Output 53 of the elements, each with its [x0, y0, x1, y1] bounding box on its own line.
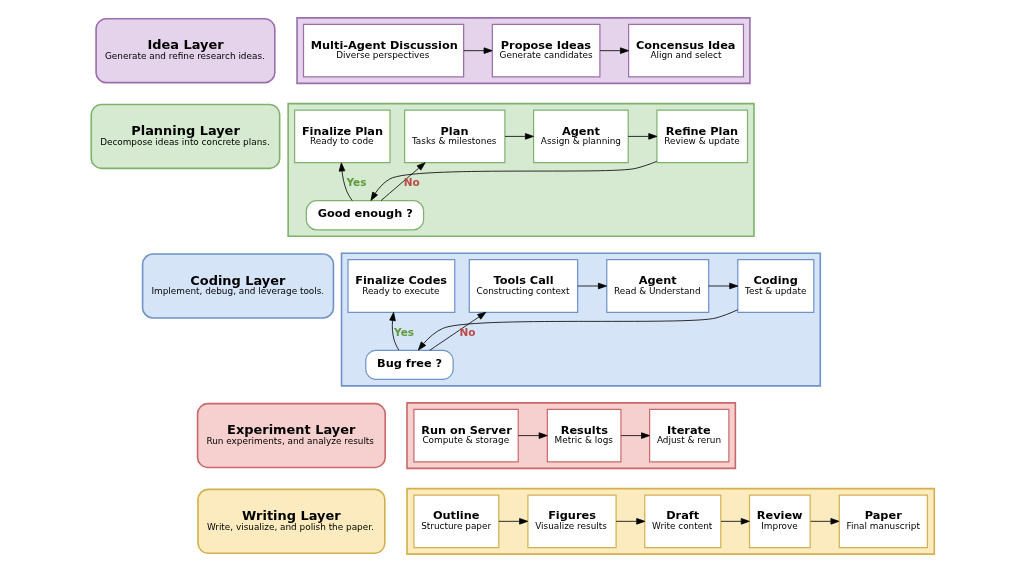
node-box: Run on Server Compute & storage — [413, 408, 519, 463]
cluster — [406, 402, 737, 470]
node-box: Multi-Agent Discussion Diverse perspectives — [302, 23, 465, 78]
node-box: Outline Structure paper — [413, 494, 500, 549]
node-box: Iterate Adjust & rerun — [649, 408, 730, 463]
node-box: Agent Assign & planning — [533, 109, 629, 164]
node-box: Propose Ideas Generate candidates — [491, 23, 601, 78]
cluster — [287, 102, 755, 238]
arrow — [389, 312, 400, 351]
arrow — [498, 518, 529, 525]
arrow — [370, 161, 658, 201]
edge-label: Yes — [346, 176, 367, 189]
node-box: Concensus Idea Align and select — [628, 23, 745, 78]
node-box: Finalize Plan Ready to code — [294, 109, 391, 164]
node-box: Tools Call Constructing context — [468, 259, 579, 313]
arrow — [599, 47, 629, 54]
cluster — [340, 252, 822, 387]
node-box: Figures Visualize results — [527, 494, 617, 549]
node-box: Results Metric & logs — [546, 408, 622, 463]
node-box: Refine Plan Review & update — [656, 109, 749, 164]
edge-label: Yes — [394, 326, 415, 339]
node-box: Paper Final manuscript — [838, 494, 929, 549]
node-box: Good enough ? — [305, 200, 425, 231]
arrow — [418, 309, 738, 351]
arrow — [720, 518, 750, 525]
arrow — [429, 311, 487, 351]
node-box: Finalize Codes Ready to execute — [347, 259, 456, 313]
arrow — [615, 518, 646, 525]
arrow — [627, 133, 658, 140]
node-box: Experiment Layer Run experiments, and analyze results — [196, 402, 386, 469]
arrow — [380, 162, 426, 202]
node-box: Agent Read & Understand — [606, 259, 710, 313]
arrow — [338, 162, 353, 202]
arrow — [708, 282, 739, 290]
node-box: Writing Layer Write, visualize, and polish the paper. — [197, 488, 386, 555]
arrow — [518, 432, 548, 439]
edge-label: No — [459, 326, 476, 339]
cluster — [296, 17, 751, 85]
arrow — [463, 47, 493, 54]
arrow — [577, 282, 607, 290]
node-box: Coding Test & update — [737, 259, 815, 313]
node-box: Planning Layer Decompose ideas into concrete plans. — [90, 103, 281, 170]
cluster — [406, 487, 936, 555]
node-box: Coding Layer Implement, debug, and leverage tools. — [141, 253, 335, 319]
node-box: Idea Layer Generate and refine research ideas. — [95, 17, 276, 84]
arrow — [620, 432, 650, 439]
edge-label: No — [403, 176, 420, 189]
node-box: Plan Tasks & milestones — [404, 109, 506, 164]
node-box: Bug free ? — [365, 349, 454, 380]
node-box: Draft Write content — [644, 494, 722, 549]
arrow — [504, 133, 534, 140]
node-box: Review Improve — [748, 494, 811, 549]
arrow — [810, 518, 840, 525]
